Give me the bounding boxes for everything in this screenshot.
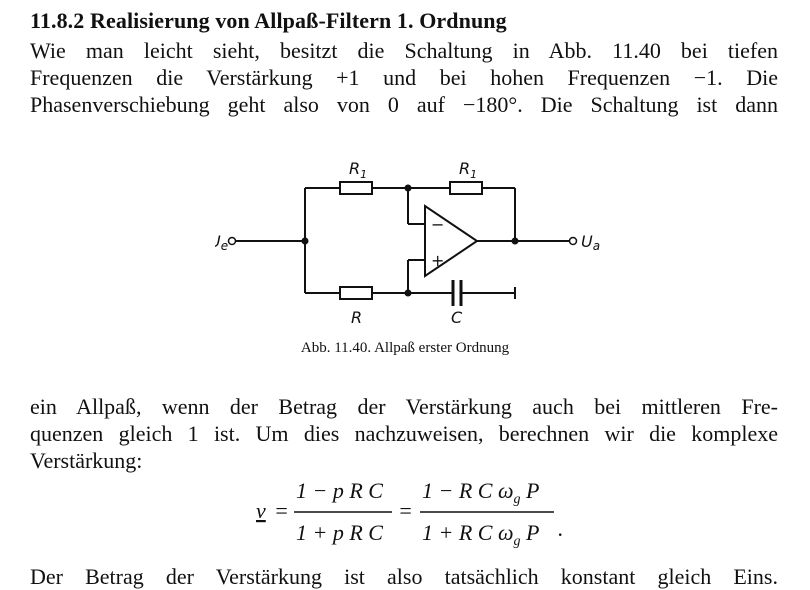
text-line: Phasenverschiebung geht also von 0 auf −…: [30, 92, 778, 117]
junction-dot: [301, 237, 309, 245]
formula-period: .: [558, 516, 564, 541]
svg-text:1 + R C ωg P: 1 + R C ωg P: [422, 520, 539, 549]
label-r: R: [351, 308, 362, 327]
formula-equals: =: [274, 498, 289, 523]
resistor-r1-feedback: [449, 181, 483, 195]
formula-lhs: v: [256, 498, 266, 523]
formula-equals-2: =: [398, 498, 413, 523]
op-amp: [424, 204, 479, 278]
allpass-circuit-diagram: − + R1 R1 R C Ue Ua: [209, 159, 600, 327]
svg-text:1 − R C ωg P: 1 − R C ωg P: [422, 478, 539, 507]
label-output-ua: U: [581, 232, 593, 251]
formula-numerator-1: 1 − p R C: [296, 478, 383, 503]
svg-text:R1: R1: [349, 159, 367, 181]
formula-denominator-1: 1 + p R C: [296, 520, 383, 545]
input-terminal: [227, 236, 237, 246]
junction-dot: [404, 289, 412, 297]
text-line: Verstärkung:: [30, 448, 143, 473]
section-heading: 11.8.2 Realisierung von Allpaß-Filtern 1…: [30, 8, 507, 33]
output-terminal: [568, 236, 578, 246]
formula-denominator-2: 1 + R C ω: [422, 520, 514, 545]
svg-text:Ue: Ue: [215, 232, 228, 253]
formula-graphic: v = 1 − p R C 1 + p R C = 1 − R C ωg P 1…: [256, 478, 564, 549]
circuit-figure: − + R1 R1 R C Ue Ua: [209, 148, 605, 328]
inverting-input-sign: −: [431, 215, 444, 234]
figure-caption: Abb. 11.40. Allpaß erster Ordnung: [300, 340, 510, 356]
formula-numerator-2: 1 − R C ω: [422, 478, 514, 503]
text-line: quenzen gleich 1 ist. Um dies nachzuweis…: [30, 421, 778, 446]
svg-text:R1: R1: [459, 159, 477, 181]
transfer-function-formula: v = 1 − p R C 1 + p R C = 1 − R C ωg P 1…: [250, 470, 590, 556]
svg-text:Ua: Ua: [581, 232, 600, 253]
paragraph-intro: Wie man leicht sieht, besitzt die Schalt…: [30, 37, 778, 118]
paragraph-allpass: ein Allpaß, wenn der Betrag der Verstärk…: [30, 393, 778, 474]
junction-dot: [511, 237, 519, 245]
noninverting-input-sign: +: [431, 251, 444, 270]
paragraph-conclusion: Der Betrag der Verstärkung ist also tats…: [30, 563, 778, 590]
junction-dot: [404, 184, 412, 192]
label-r1-right: R: [459, 159, 470, 178]
resistor-r1-input: [339, 181, 373, 195]
label-r1-left: R: [349, 159, 360, 178]
text-line: ein Allpaß, wenn der Betrag der Verstärk…: [30, 394, 778, 419]
text-line: Der Betrag der Verstärkung ist also tats…: [30, 564, 778, 589]
label-c: C: [451, 308, 463, 327]
text-line: Frequenzen die Verstärkung +1 und bei ho…: [30, 65, 778, 90]
text-line: Wie man leicht sieht, besitzt die Schalt…: [30, 38, 778, 63]
resistor-r: [339, 286, 373, 300]
